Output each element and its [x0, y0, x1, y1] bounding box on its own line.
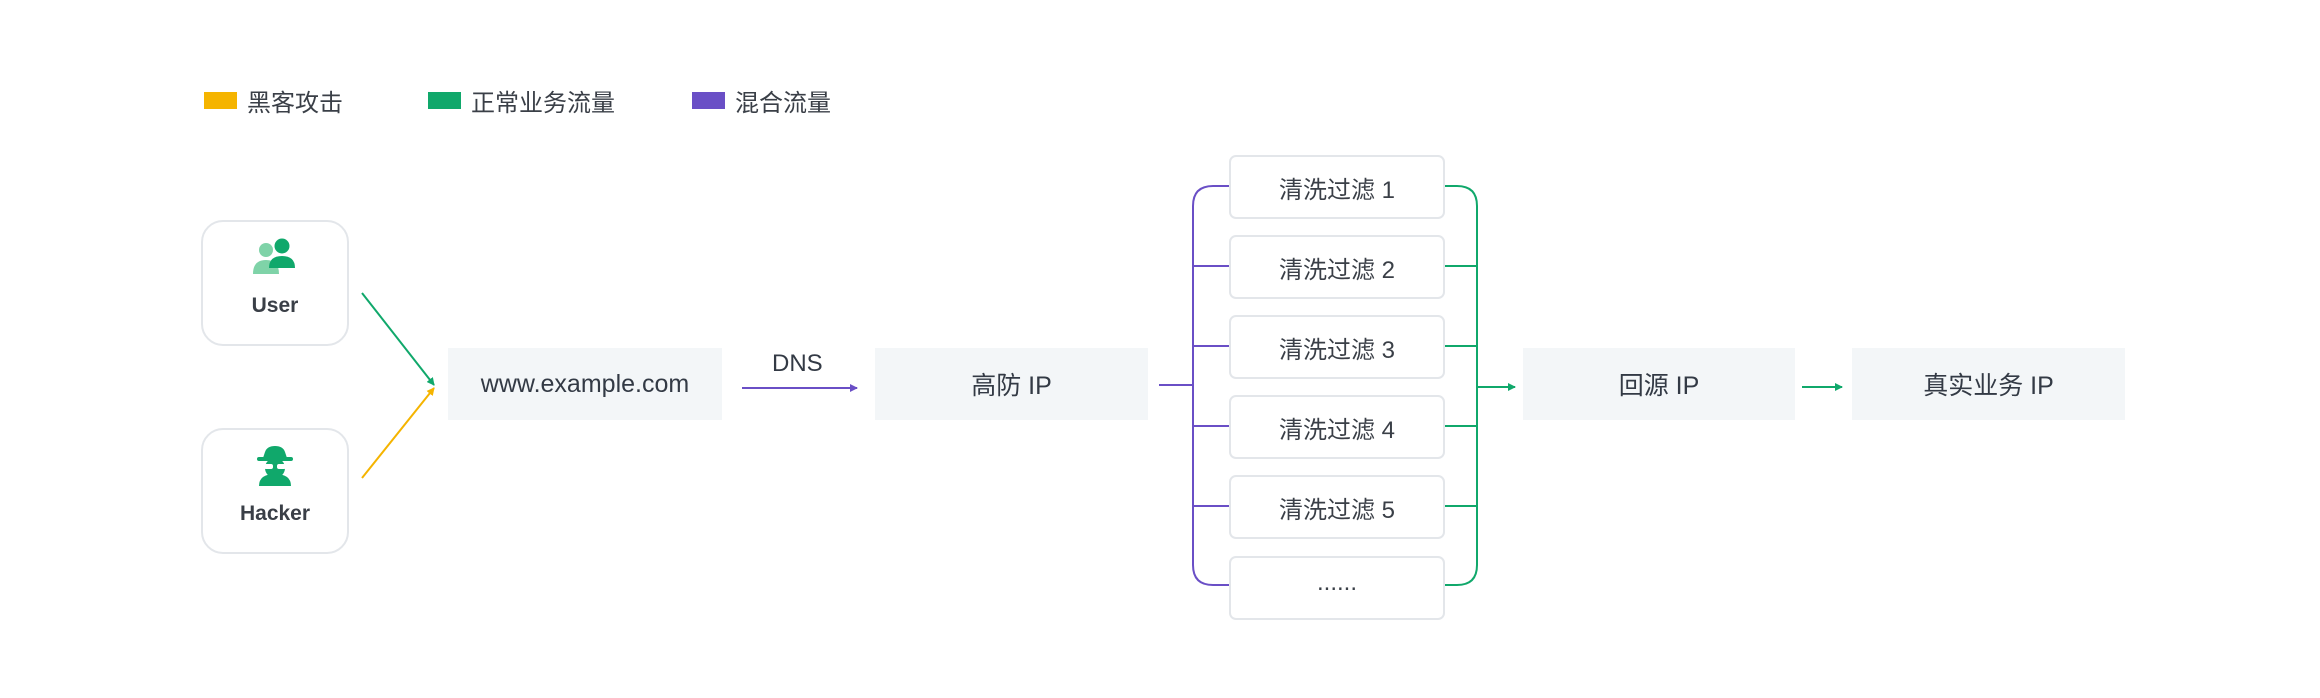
filter-box-more: ......: [1229, 556, 1445, 620]
domain-node: www.example.com: [448, 348, 722, 420]
legend-swatch-green: [428, 91, 461, 109]
filter-box-2: 清洗过滤 2: [1229, 235, 1445, 299]
hacker-to-domain-arrow: [361, 387, 435, 479]
legend-normal-traffic: 正常业务流量: [428, 80, 615, 120]
hacker-card: Hacker: [201, 428, 349, 554]
user-label: User: [251, 294, 299, 317]
legend-label: 正常业务流量: [471, 89, 615, 117]
real-business-ip-node: 真实业务 IP: [1852, 348, 2125, 420]
hacker-label: Hacker: [239, 502, 311, 525]
high-defense-ip-node: 高防 IP: [875, 348, 1148, 420]
clean-traffic-bracket: [1445, 185, 1478, 586]
legend-swatch-purple: [692, 91, 725, 109]
legend-swatch-orange: [204, 91, 237, 109]
users-icon: [251, 236, 299, 281]
legend-label: 混合流量: [735, 89, 831, 117]
filter-box-5: 清洗过滤 5: [1229, 475, 1445, 539]
dns-label: DNS: [772, 350, 823, 377]
user-card: User: [201, 220, 349, 346]
hacker-icon: [253, 444, 297, 491]
legend-label: 黑客攻击: [247, 89, 343, 117]
filter-box-3: 清洗过滤 3: [1229, 315, 1445, 379]
filter-box-1: 清洗过滤 1: [1229, 155, 1445, 219]
user-to-domain-arrow: [361, 292, 435, 386]
legend-hacker-attack: 黑客攻击: [204, 80, 343, 120]
legend-mixed-traffic: 混合流量: [692, 80, 831, 120]
filter-box-4: 清洗过滤 4: [1229, 395, 1445, 459]
origin-ip-node: 回源 IP: [1523, 348, 1795, 420]
mixed-traffic-bracket: [1159, 185, 1229, 586]
